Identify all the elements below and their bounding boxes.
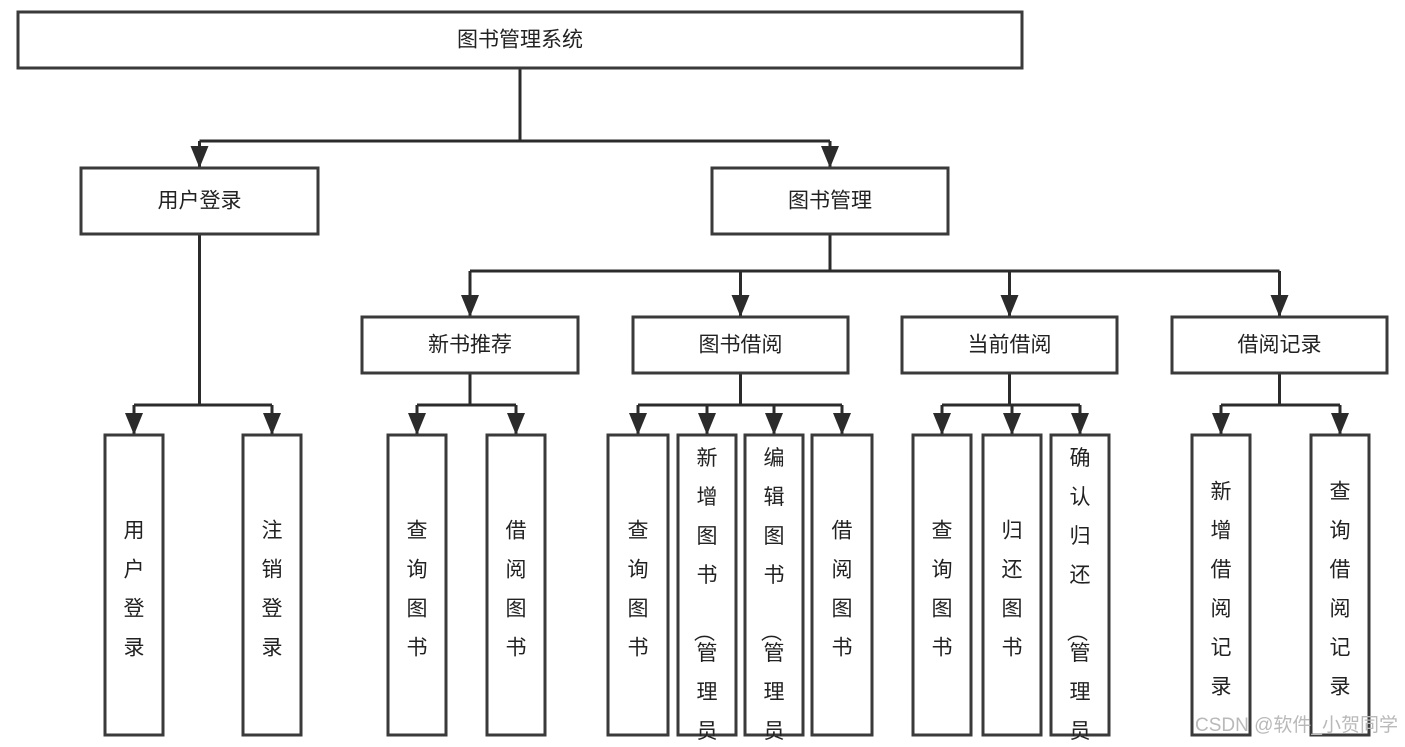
arrow-head-icon (1331, 413, 1349, 435)
node-box-root[interactable] (16, 10, 1024, 70)
node-label-leaf-query-book-recommend: 查询图书 (407, 519, 428, 659)
arrow-head-icon (461, 295, 479, 317)
node-box-leaf-user-login[interactable] (103, 433, 165, 737)
arrow-head-icon (821, 146, 839, 168)
node-label-leaf-user-login: 用户登录 (124, 519, 145, 659)
arrow-head-icon (731, 295, 750, 317)
arrow-head-icon (1003, 413, 1021, 435)
node-leaf-logout-login[interactable]: 注销登录 (241, 433, 303, 737)
node-box-leaf-add-book-admin[interactable] (676, 433, 738, 737)
node-leaf-borrow-book[interactable]: 借阅图书 (810, 433, 874, 737)
node-label-leaf-borrow-book: 借阅图书 (832, 519, 853, 659)
arrow-head-icon (765, 413, 783, 435)
node-label-leaf-return-book: 归还图书 (1002, 519, 1023, 659)
node-label-borrow-record: 借阅记录 (1238, 334, 1322, 357)
node-box-book-borrow[interactable] (631, 315, 850, 375)
node-box-leaf-borrow-book-recommend[interactable] (485, 433, 547, 737)
node-box-current-borrow[interactable] (900, 315, 1119, 375)
node-box-borrow-record[interactable] (1170, 315, 1389, 375)
connector-group-new-book-recommend (408, 373, 525, 435)
node-leaf-query-borrow-record[interactable]: 查询借阅记录 (1309, 433, 1371, 737)
arrow-head-icon (408, 413, 426, 435)
node-label-leaf-query-book-borrow: 查询图书 (628, 519, 649, 659)
node-box-leaf-query-book-recommend[interactable] (386, 433, 448, 737)
node-leaf-confirm-return-admin[interactable]: 确认归还（管理员） (1049, 433, 1111, 747)
node-leaf-add-borrow-record[interactable]: 新增借阅记录 (1190, 433, 1252, 737)
node-label-leaf-add-book-admin: 新增图书（管理员） (692, 447, 718, 747)
arrow-head-icon (833, 413, 851, 435)
node-label-leaf-borrow-book-recommend: 借阅图书 (506, 519, 527, 659)
arrow-head-icon (1212, 413, 1230, 435)
node-label-new-book-recommend: 新书推荐 (428, 334, 512, 357)
node-book-borrow[interactable]: 图书借阅 (631, 315, 850, 375)
node-user-login[interactable]: 用户登录 (79, 166, 320, 236)
node-root[interactable]: 图书管理系统 (16, 10, 1024, 70)
connector-group-root (190, 68, 839, 168)
arrow-head-icon (190, 146, 209, 168)
node-borrow-record[interactable]: 借阅记录 (1170, 315, 1389, 375)
connector-group-book-management (461, 234, 1289, 317)
node-label-leaf-add-borrow-record: 新增借阅记录 (1211, 480, 1232, 698)
arrow-head-icon (1000, 295, 1019, 317)
node-leaf-query-book-borrow[interactable]: 查询图书 (606, 433, 670, 737)
node-box-leaf-confirm-return-admin[interactable] (1049, 433, 1111, 737)
node-leaf-query-book-current[interactable]: 查询图书 (911, 433, 973, 737)
node-current-borrow[interactable]: 当前借阅 (900, 315, 1119, 375)
arrow-head-icon (507, 413, 525, 435)
arrow-head-icon (1071, 413, 1089, 435)
node-label-root: 图书管理系统 (457, 29, 583, 52)
node-leaf-edit-book-admin[interactable]: 编辑图书（管理员） (743, 433, 805, 747)
csdn-watermark: CSDN @软件_小贺同学 (1195, 714, 1398, 736)
node-box-leaf-edit-book-admin[interactable] (743, 433, 805, 737)
node-new-book-recommend[interactable]: 新书推荐 (360, 315, 580, 375)
node-label-leaf-logout-login: 注销登录 (262, 519, 283, 659)
node-box-leaf-return-book[interactable] (981, 433, 1043, 737)
node-leaf-add-book-admin[interactable]: 新增图书（管理员） (676, 433, 738, 747)
node-label-leaf-query-book-current: 查询图书 (932, 519, 953, 659)
node-label-leaf-edit-book-admin: 编辑图书（管理员） (759, 447, 785, 747)
node-label-current-borrow: 当前借阅 (968, 334, 1052, 357)
node-leaf-return-book[interactable]: 归还图书 (981, 433, 1043, 737)
node-label-book-management: 图书管理 (788, 190, 872, 213)
node-box-leaf-query-borrow-record[interactable] (1309, 433, 1371, 737)
node-label-book-borrow: 图书借阅 (699, 334, 783, 357)
arrow-head-icon (263, 413, 281, 435)
node-box-leaf-borrow-book[interactable] (810, 433, 874, 737)
node-label-leaf-query-borrow-record: 查询借阅记录 (1330, 480, 1351, 698)
arrow-head-icon (698, 413, 716, 435)
connector-group-book-borrow (629, 373, 851, 435)
connector-group-user-login (125, 234, 281, 435)
arrow-head-icon (629, 413, 647, 435)
node-box-user-login[interactable] (79, 166, 320, 236)
node-book-management[interactable]: 图书管理 (710, 166, 950, 236)
connector-group-borrow-record (1212, 373, 1349, 435)
node-box-new-book-recommend[interactable] (360, 315, 580, 375)
node-box-leaf-logout-login[interactable] (241, 433, 303, 737)
node-box-leaf-add-borrow-record[interactable] (1190, 433, 1252, 737)
node-box-leaf-query-book-borrow[interactable] (606, 433, 670, 737)
node-leaf-query-book-recommend[interactable]: 查询图书 (386, 433, 448, 737)
node-label-user-login: 用户登录 (158, 190, 242, 213)
node-leaf-borrow-book-recommend[interactable]: 借阅图书 (485, 433, 547, 737)
node-leaf-user-login[interactable]: 用户登录 (103, 433, 165, 737)
arrow-head-icon (933, 413, 951, 435)
nodes-layer: 图书管理系统用户登录图书管理新书推荐图书借阅当前借阅借阅记录用户登录注销登录查询… (16, 10, 1389, 747)
connectors-layer (125, 68, 1349, 435)
node-box-leaf-query-book-current[interactable] (911, 433, 973, 737)
connector-group-current-borrow (933, 373, 1089, 435)
node-label-leaf-confirm-return-admin: 确认归还（管理员） (1065, 447, 1091, 747)
arrow-head-icon (125, 413, 143, 435)
arrow-head-icon (1270, 295, 1289, 317)
node-box-book-management[interactable] (710, 166, 950, 236)
